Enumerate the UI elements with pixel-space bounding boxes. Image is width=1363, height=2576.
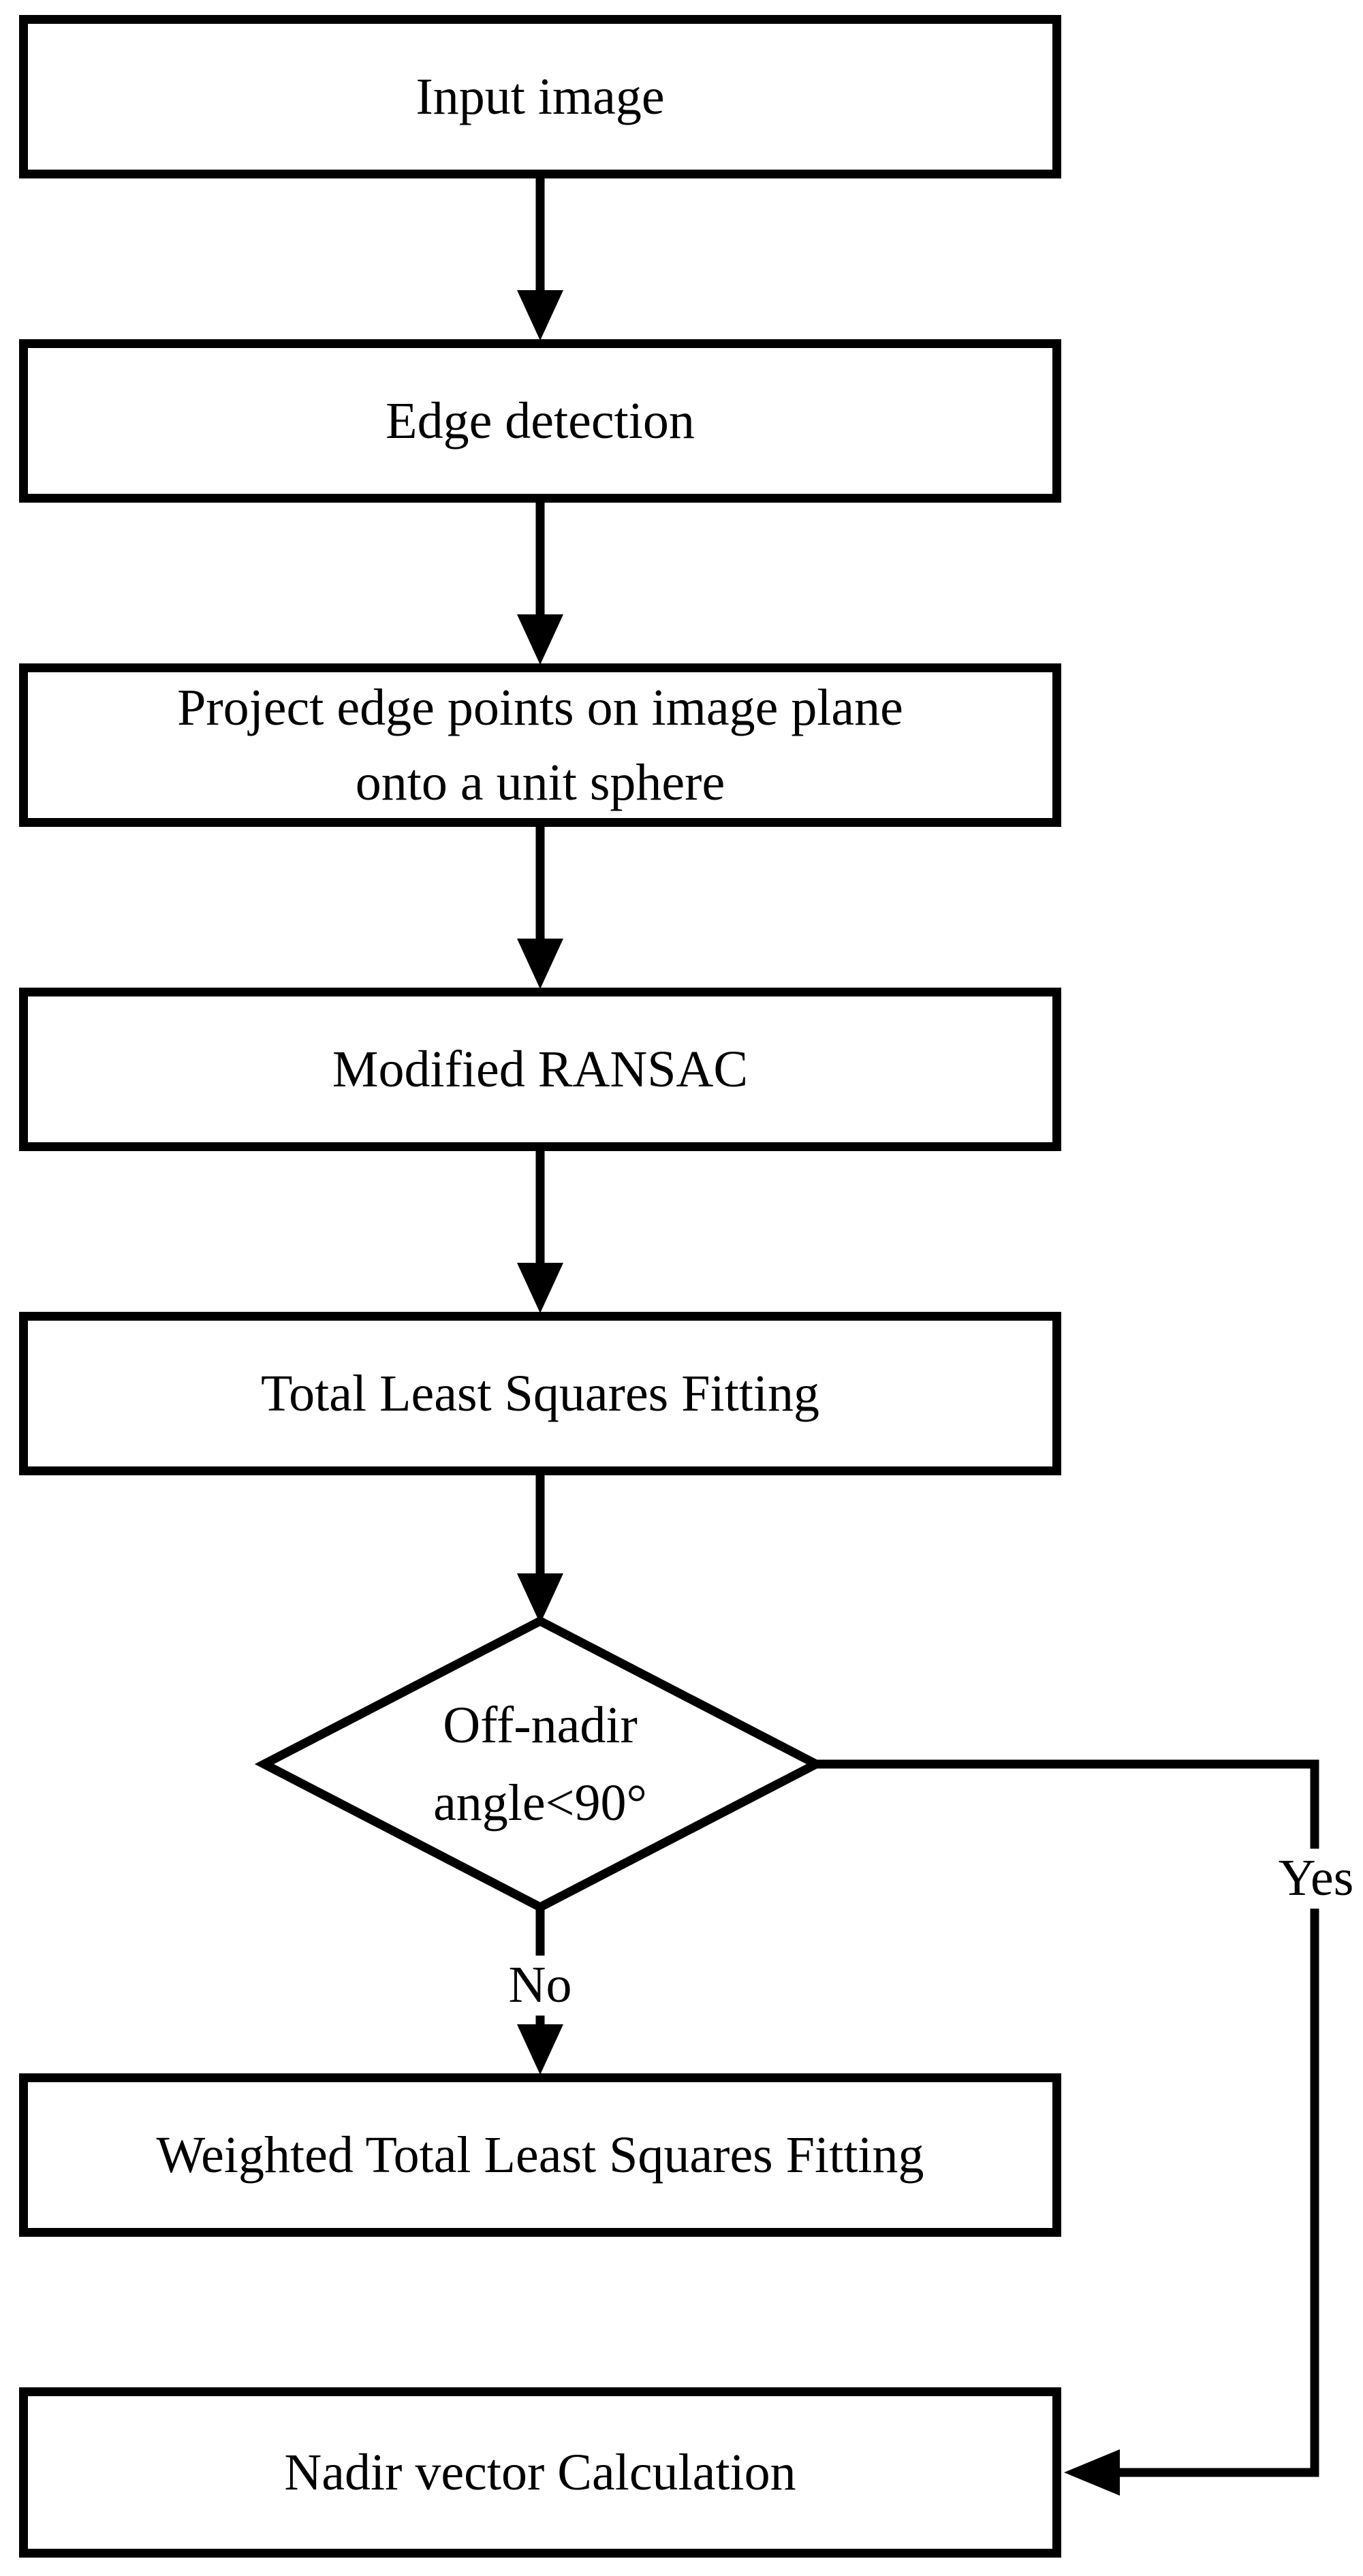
edge-label-yes: Yes [1271,1849,1361,1909]
node-input-image: Input image [19,15,1061,178]
node-project-sphere: Project edge points on image plane onto … [19,663,1061,827]
node-modified-ransac: Modified RANSAC [19,988,1061,1151]
decision-off-nadir-text: Off-nadir angle<90° [302,1686,779,1842]
node-edge-detection-label: Edge detection [386,392,695,450]
decision-off-nadir-line1: Off-nadir [443,1697,638,1754]
node-edge-detection: Edge detection [19,339,1061,503]
node-input-image-label: Input image [416,67,665,125]
node-project-sphere-label-line2: onto a unit sphere [355,754,725,811]
node-weighted-tls: Weighted Total Least Squares Fitting [19,2073,1061,2237]
arrow-head-edge-to-project [517,614,563,665]
node-total-least-squares-label: Total Least Squares Fitting [260,1364,819,1422]
decision-off-nadir-line2: angle<90° [433,1774,647,1832]
node-total-least-squares: Total Least Squares Fitting [19,1312,1061,1475]
arrow-head-input-to-edge [517,290,563,341]
arrow-head-no-branch [517,2024,563,2075]
node-modified-ransac-label: Modified RANSAC [332,1040,749,1098]
arrow-head-yes-branch [1064,2449,1120,2496]
node-project-sphere-label-line1: Project edge points on image plane [177,678,903,736]
node-weighted-tls-label: Weighted Total Least Squares Fitting [156,2126,924,2184]
arrow-head-ransac-to-tls [517,1263,563,1313]
edge-label-no: No [501,1955,579,2015]
node-nadir-vector-label: Nadir vector Calculation [284,2443,796,2501]
node-nadir-vector: Nadir vector Calculation [19,2387,1061,2558]
arrow-shaft-yes-branch [816,1759,1319,2477]
arrow-head-tls-to-decision [517,1573,563,1624]
arrow-head-project-to-ransac [517,939,563,989]
